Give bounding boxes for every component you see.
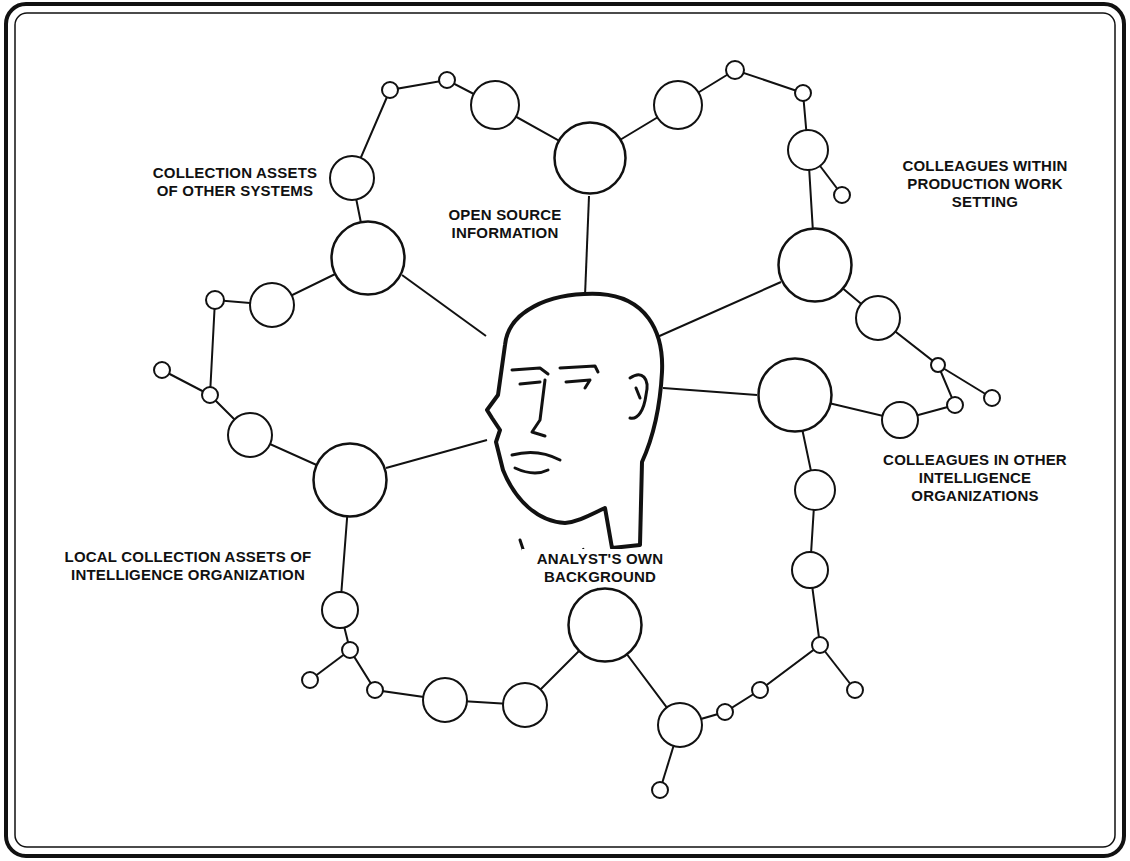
hub-circle (567, 587, 643, 663)
source-label: COLLEAGUES WITHIN PRODUCTION WORK SETTIN… (882, 156, 1088, 212)
hub-circle (330, 220, 406, 296)
source-label: OPEN SOURCE INFORMATION (432, 205, 578, 243)
source-label: COLLECTION ASSETS OF OTHER SYSTEMS (148, 163, 322, 201)
source-hub: COLLEAGUES IN OTHER INTELLIGENCE ORGANIZ… (757, 357, 833, 433)
source-hub: ANALYST'S OWN BACKGROUND (567, 587, 643, 663)
source-label: COLLEAGUES IN OTHER INTELLIGENCE ORGANIZ… (855, 450, 1096, 506)
source-hub: OPEN SOURCE INFORMATION (553, 121, 627, 195)
source-label: LOCAL COLLECTION ASSETS OF INTELLIGENCE … (54, 547, 322, 585)
source-hub: COLLECTION ASSETS OF OTHER SYSTEMS (330, 220, 406, 296)
source-label: ANALYST'S OWN BACKGROUND (522, 549, 678, 587)
hub-circle (312, 442, 388, 518)
source-hub: LOCAL COLLECTION ASSETS OF INTELLIGENCE … (312, 442, 388, 518)
source-hub: COLLEAGUES WITHIN PRODUCTION WORK SETTIN… (777, 227, 853, 303)
hub-circle (757, 357, 833, 433)
hub-circle (553, 121, 627, 195)
hub-circle (777, 227, 853, 303)
